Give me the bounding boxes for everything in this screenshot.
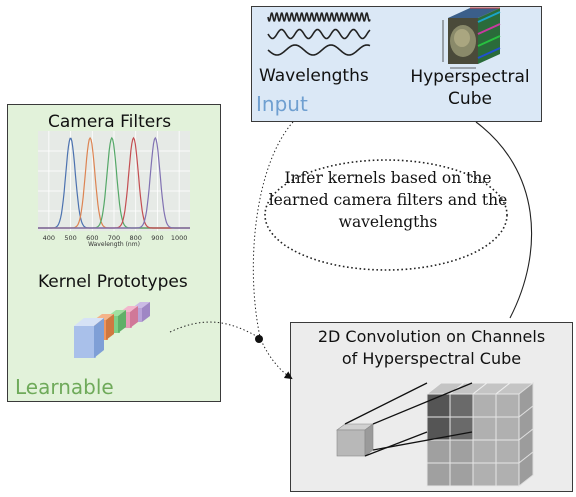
kernel-to-merge-curve	[169, 321, 259, 338]
plot-x-tick-label: 1000	[171, 234, 188, 242]
plot-x-tick-label: 400	[43, 234, 55, 242]
plot-x-tick-label: 600	[86, 234, 98, 242]
wavelengths-icon	[267, 12, 371, 56]
process-ellipse	[264, 159, 508, 271]
convolution-title-line1: 2D Convolution on Channels	[317, 327, 546, 346]
kernel-prototypes-title: Kernel Prototypes	[38, 272, 188, 292]
merge-to-conv-arrow	[260, 339, 293, 380]
input-to-merge-curve-left	[252, 121, 294, 338]
input-tag: Input	[256, 92, 308, 116]
hyperspectral-cube-label: Hyperspectral Cube	[400, 66, 540, 110]
merge-point	[255, 335, 263, 343]
camera-filters-title: Camera Filters	[48, 112, 172, 132]
plot-x-tick-label: 500	[64, 234, 76, 242]
filter-curve	[38, 136, 190, 229]
learnable-tag: Learnable	[15, 375, 114, 399]
hyperspectral-label-line1: Hyperspectral	[410, 67, 530, 87]
kernel-prototypes-icon	[74, 302, 150, 358]
plot-x-tick-label: 700	[108, 234, 120, 242]
hyperspectral-cube-icon	[442, 7, 501, 69]
convolution-title: 2D Convolution on Channels of Hyperspect…	[290, 326, 573, 370]
hyperspectral-label-line2: Cube	[448, 89, 492, 109]
convolution-title-line2: of Hyperspectral Cube	[341, 349, 522, 368]
camera-filters-plot: 400 500 600 700 800 900 1000 Wavelength (nm)	[38, 131, 190, 248]
wavelengths-label: Wavelengths	[259, 66, 369, 86]
convolution-illustration	[336, 381, 535, 488]
input-to-conv-curve-right	[475, 121, 533, 319]
plot-x-tick-label: 800	[130, 234, 142, 242]
plot-x-tick-label: 900	[151, 234, 163, 242]
infer-kernels-text: Infer kernels based on the learned camer…	[268, 169, 508, 231]
plot-x-axis-label: Wavelength (nm)	[88, 241, 140, 248]
